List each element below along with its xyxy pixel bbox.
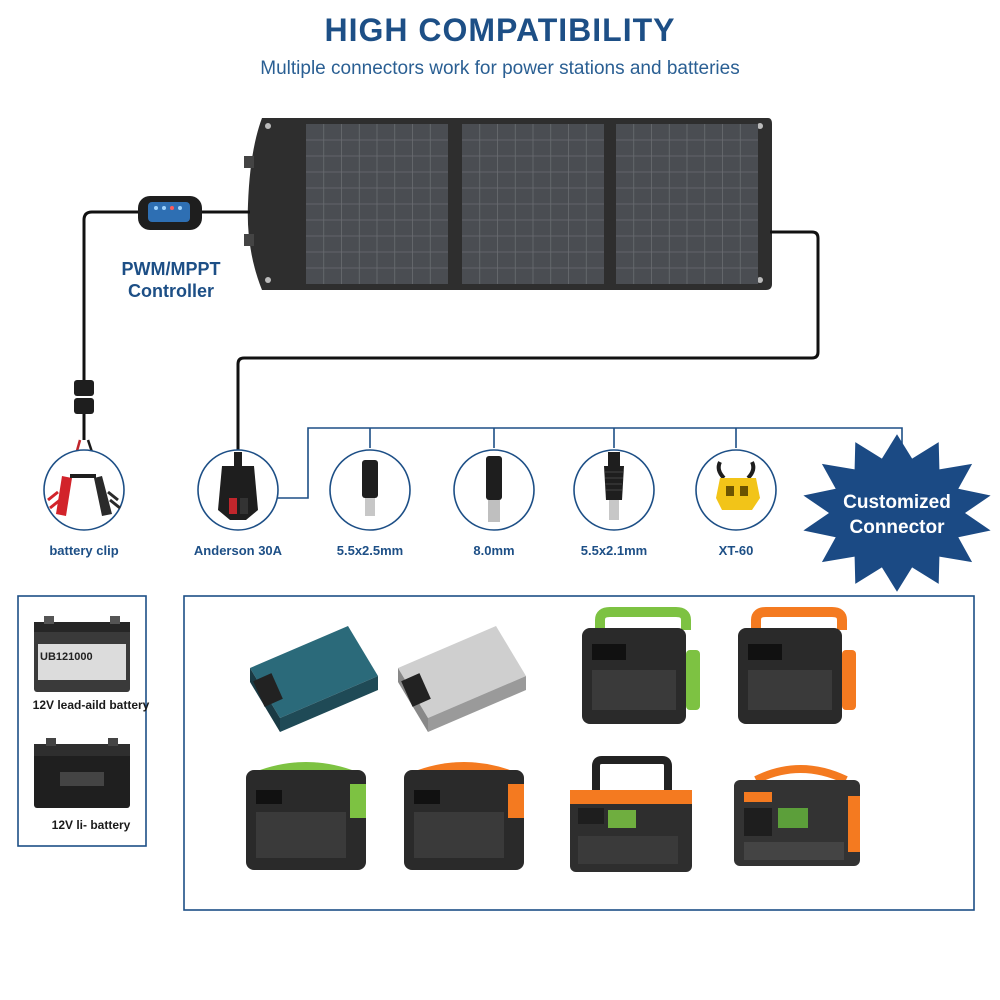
dc-5521-plug-icon [604,452,624,520]
silver-battery-pack [398,626,526,732]
bar-handle-power-station [734,765,860,866]
teal-battery-pack [250,626,378,732]
lithium-battery-image [34,738,130,808]
solar-panel [244,118,772,290]
connector-label-8mm: 8.0mm [473,543,515,558]
cables [82,210,820,452]
connector-label-anderson: Anderson 30A [193,543,283,558]
badge-line1: Customized [843,492,951,513]
connector-label-battery-clip: battery clip [49,543,119,558]
battery-clip-icon [47,474,121,516]
page-subtitle: Multiple connectors work for power stati… [260,58,740,79]
handle-power-station [570,756,692,872]
dc-5525-plug-icon [362,460,378,516]
customized-connector-badge [803,434,991,592]
controller-label: PWM/MPPT Controller [96,258,246,302]
connector-tree [276,427,903,499]
orange-large-power-station [404,762,524,870]
page-title: HIGH COMPATIBILITY [324,12,676,48]
xt60-plug-icon [716,461,760,510]
controller-label-line1: PWM/MPPT [121,259,221,279]
controller-unit [138,196,202,230]
battery-clip-circle [43,449,125,531]
dc-8mm-plug-icon [486,456,502,522]
orange-power-station [738,607,856,724]
customized-connector-text: Customized Connector [812,490,982,540]
lead-acid-brand-text: UB121000 [40,651,93,663]
green-power-station [582,607,700,724]
lithium-battery-label: 12V li- battery [51,818,131,832]
green-large-power-station [246,762,366,870]
connector-label-xt60: XT-60 [718,543,754,558]
controller-label-line2: Controller [127,281,214,301]
connector-label-5521: 5.5x2.1mm [580,543,648,558]
connector-label-5525: 5.5x2.5mm [336,543,404,558]
lead-acid-battery-image [34,616,130,692]
badge-line2: Connector [849,517,945,538]
anderson-plug-icon [218,452,258,520]
sae-connector [74,380,94,414]
lead-acid-battery-label: 12V lead-aild battery [32,698,150,712]
